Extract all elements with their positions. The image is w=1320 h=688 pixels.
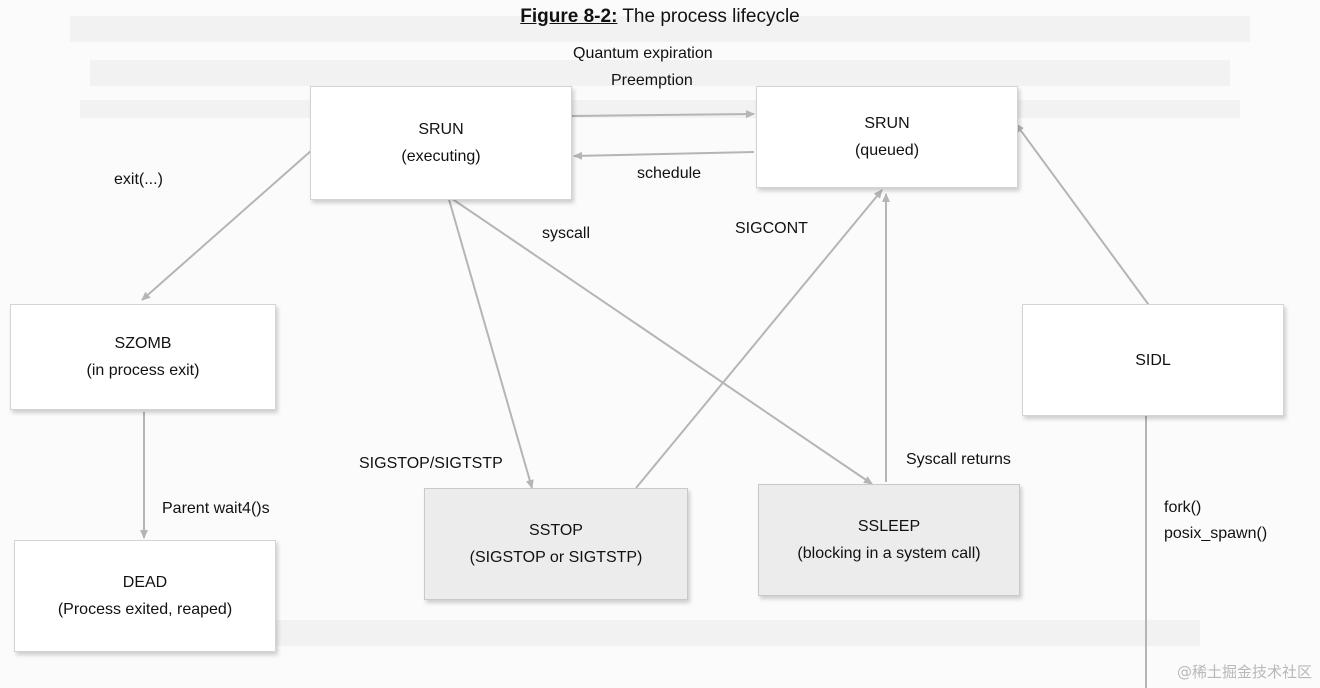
node-subtitle: (executing): [401, 148, 481, 165]
node-subtitle: (SIGSTOP or SIGTSTP): [469, 549, 643, 566]
label-syscall-returns: Syscall returns: [906, 451, 1011, 468]
node-title: SZOMB: [114, 335, 172, 352]
node-dead: DEAD (Process exited, reaped): [14, 540, 276, 652]
label-preemption: Preemption: [611, 72, 693, 89]
figure-label: Figure 8-2:: [520, 6, 618, 27]
edge-preemption: [571, 110, 755, 119]
node-subtitle: (in process exit): [86, 362, 200, 379]
node-sstop: SSTOP (SIGSTOP or SIGTSTP): [424, 488, 688, 600]
node-title: SSLEEP: [857, 518, 921, 535]
label-fork: fork(): [1164, 499, 1202, 516]
edge-fork-spawn: [1015, 123, 1155, 313]
background-band: [90, 60, 1230, 86]
edge-exit: [141, 149, 313, 301]
node-subtitle: (queued): [854, 142, 920, 159]
edge-sigstop: [447, 195, 534, 489]
label-quantum-expiration: Quantum expiration: [573, 45, 713, 62]
node-title: DEAD: [122, 574, 168, 591]
label-schedule: schedule: [637, 165, 702, 182]
label-syscall: syscall: [542, 225, 591, 242]
label-exit: exit(...): [114, 171, 163, 188]
figure-title: Figure 8-2: The process lifecycle: [0, 6, 1320, 28]
watermark: @稀土掘金技术社区: [1176, 663, 1312, 681]
label-parent-wait4: Parent wait4()s: [162, 500, 270, 517]
node-srun-queued: SRUN (queued): [756, 86, 1018, 188]
node-title: SRUN: [418, 121, 464, 138]
node-srun-executing: SRUN (executing): [310, 86, 572, 200]
background-band: [70, 16, 1250, 42]
label-sigstop-sigtstp: SIGSTOP/SIGTSTP: [359, 455, 503, 472]
node-title: SRUN: [864, 115, 910, 132]
node-title: SIDL: [1135, 351, 1171, 369]
figure-caption: The process lifecycle: [622, 6, 800, 27]
edge-schedule: [573, 151, 755, 160]
label-posix-spawn: posix_spawn(): [1164, 525, 1268, 542]
node-szomb: SZOMB (in process exit): [10, 304, 276, 410]
node-ssleep: SSLEEP (blocking in a system call): [758, 484, 1020, 596]
node-title: SSTOP: [529, 522, 583, 539]
node-subtitle: (blocking in a system call): [797, 545, 981, 562]
edge-syscall: [447, 195, 873, 485]
node-sidl: SIDL: [1022, 304, 1284, 416]
edge-sigcont: [635, 189, 883, 489]
node-subtitle: (Process exited, reaped): [57, 601, 233, 618]
label-sigcont: SIGCONT: [735, 220, 808, 237]
